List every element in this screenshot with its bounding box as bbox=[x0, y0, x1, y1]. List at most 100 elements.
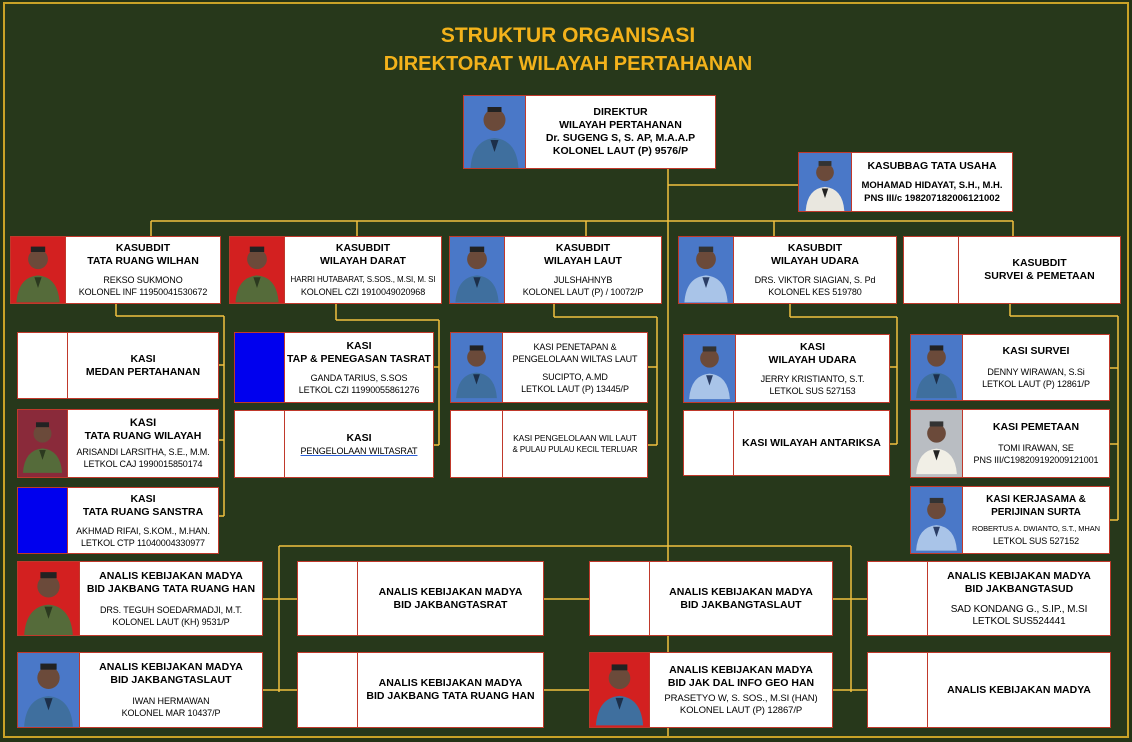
person-icon bbox=[689, 346, 730, 400]
subdit-survei-photo bbox=[904, 237, 959, 303]
page-subtitle: DIREKTORAT WILAYAH PERTAHANAN bbox=[383, 53, 753, 75]
analis-7-rank: LETKOL SUS524441 bbox=[972, 615, 1066, 627]
subdit-wilayah-udara-photo bbox=[679, 237, 734, 303]
kasi-tata-ruang-sanstra-box: KASI TATA RUANG SANSTRA AKHMAD RIFAI, S.… bbox=[17, 487, 219, 554]
kasi-wilayah-udara-photo bbox=[684, 335, 736, 402]
analis-7-title-1: ANALIS KEBIJAKAN MADYA bbox=[947, 569, 1091, 582]
analis-kebijakan-madya-box: ANALIS KEBIJAKAN MADYA bbox=[867, 652, 1111, 728]
kasi-sanstra-photo bbox=[18, 488, 68, 553]
analis-3-photo bbox=[298, 562, 358, 635]
subdit-4-rank: KOLONEL KES 519780 bbox=[768, 287, 862, 297]
kasi-medan-pertahanan-box: KASI MEDAN PERTAHANAN bbox=[17, 332, 219, 399]
kasi-pengelolaan-laut-photo bbox=[451, 411, 503, 477]
subdit-wilayah-laut-photo bbox=[450, 237, 505, 303]
direktur-box: DIREKTUR WILAYAH PERTAHANAN Dr. SUGENG S… bbox=[463, 95, 716, 169]
analis-4-photo bbox=[298, 653, 358, 727]
kasi-pemetaan-photo bbox=[911, 410, 963, 477]
kasi-3-2-title-1: KASI PENGELOLAAN WIL LAUT bbox=[513, 433, 637, 443]
analis-7-title-2: BID JAKBANGTASUD bbox=[964, 582, 1074, 595]
person-icon bbox=[16, 246, 60, 303]
subdit-3-name: JULSHAHNYB bbox=[553, 275, 613, 285]
direktur-title-1: DIREKTUR bbox=[593, 106, 648, 118]
subdit-2-title-1: KASUBDIT bbox=[335, 242, 391, 254]
kasubbag-title: KASUBBAG TATA USAHA bbox=[867, 159, 997, 172]
subdit-1-title-1: KASUBDIT bbox=[115, 242, 171, 254]
kasi-3-2-title-2: & PULAU PULAU KECIL TERLUAR bbox=[512, 445, 638, 454]
kasi-tap-photo bbox=[235, 333, 285, 402]
kasi-1-1-title-2: MEDAN PERTAHANAN bbox=[85, 365, 201, 378]
subdit-5-title-1: KASUBDIT bbox=[1012, 257, 1067, 269]
analis-2-title-1: ANALIS KEBIJAKAN MADYA bbox=[99, 661, 243, 673]
analis-jak-dal-info-box: ANALIS KEBIJAKAN MADYA BID JAK DAL INFO … bbox=[589, 652, 833, 728]
analis-jakbangtasrat-box: ANALIS KEBIJAKAN MADYA BID JAKBANGTASRAT bbox=[297, 561, 544, 636]
subdit-wilayah-darat-box: KASUBDIT WILAYAH DARAT HARRI HUTABARAT, … bbox=[229, 236, 442, 304]
analis-4-title-2: BID JAKBANG TATA RUANG HAN bbox=[366, 690, 535, 702]
kasi-3-1-title-2: PENGELOLAAN WILTAS LAUT bbox=[512, 353, 638, 364]
kasi-5-3-title-1: KASI KERJASAMA & bbox=[986, 494, 1086, 505]
direktur-title-2: WILAYAH PERTAHANAN bbox=[559, 119, 682, 131]
kasi-wilayah-antariksa-box: KASI WILAYAH ANTARIKSA bbox=[683, 410, 890, 476]
kasi-5-3-title-2: PERIJINAN SURTA bbox=[991, 507, 1081, 518]
direktur-name: Dr. SUGENG S, S. AP, M.A.A.P bbox=[545, 132, 696, 144]
person-icon bbox=[595, 664, 644, 726]
person-icon bbox=[24, 663, 73, 727]
kasi-4-1-name: JERRY KRISTIANTO, S.T. bbox=[760, 373, 865, 384]
analis-6-title-1: ANALIS KEBIJAKAN MADYA bbox=[669, 663, 813, 676]
analis-6-photo bbox=[590, 653, 650, 727]
kasi-2-2-title-2: PENGELOLAAN WILTASRAT bbox=[300, 445, 418, 456]
person-icon bbox=[22, 422, 63, 473]
kasi-pengelolaan-laut-box: KASI PENGELOLAAN WIL LAUT & PULAU PULAU … bbox=[450, 410, 648, 478]
subdit-3-title-2: WILAYAH LAUT bbox=[544, 255, 622, 267]
subdit-4-title-2: WILAYAH UDARA bbox=[771, 255, 859, 267]
page-title: STRUKTUR ORGANISASI bbox=[440, 24, 696, 47]
kasubbag-photo bbox=[799, 153, 852, 211]
person-icon bbox=[916, 421, 957, 475]
kasubbag-box: KASUBBAG TATA USAHA MOHAMAD HIDAYAT, S.H… bbox=[798, 152, 1013, 212]
analis-jakbangtaslaut-box: ANALIS KEBIJAKAN MADYA BID JAKBANGTASLAU… bbox=[17, 652, 263, 728]
analis-1-name: DRS. TEGUH SOEDARMADJI, M.T. bbox=[99, 604, 243, 615]
kasi-1-3-title-1: KASI bbox=[130, 492, 156, 505]
analis-1-photo bbox=[18, 562, 80, 635]
analis-2-photo bbox=[18, 653, 80, 727]
analis-1-rank: KOLONEL LAUT (KH) 9531/P bbox=[112, 616, 230, 627]
kasi-2-1-name: GANDA TARIUS, S.SOS bbox=[310, 372, 408, 383]
kasi-2-1-title-2: TAP & PENEGASAN TASRAT bbox=[287, 352, 431, 365]
kasi-medan-photo bbox=[18, 333, 68, 398]
analis-6-name: PRASETYO W, S. SOS., M.SI (HAN) bbox=[664, 692, 818, 704]
kasi-1-2-title-1: KASI bbox=[129, 417, 157, 429]
analis-2-rank: KOLONEL MAR 10437/P bbox=[121, 708, 221, 718]
kasi-5-3-rank: LETKOL SUS 527152 bbox=[992, 536, 1080, 546]
kasi-5-2-title: KASI PEMETAAN bbox=[992, 421, 1080, 433]
person-icon bbox=[684, 246, 728, 303]
analis-jakbangtasud-box: ANALIS KEBIJAKAN MADYA BID JAKBANGTASUD … bbox=[867, 561, 1111, 636]
person-icon bbox=[455, 246, 499, 303]
kasi-wilayah-udara-box: KASI WILAYAH UDARA JERRY KRISTIANTO, S.T… bbox=[683, 334, 890, 403]
kasi-2-1-title-1: KASI bbox=[346, 339, 372, 352]
analis-tata-ruang-han-box: ANALIS KEBIJAKAN MADYA BID JAKBANG TATA … bbox=[17, 561, 263, 636]
kasi-4-1-title-2: WILAYAH UDARA bbox=[768, 353, 857, 366]
analis-3-title-1: ANALIS KEBIJAKAN MADYA bbox=[378, 585, 523, 598]
subdit-3-rank: KOLONEL LAUT (P) / 10072/P bbox=[522, 287, 644, 297]
analis-3-title-2: BID JAKBANGTASRAT bbox=[393, 598, 508, 611]
kasi-tata-ruang-wilayah-box: KASI TATA RUANG WILAYAH ARISANDI LARSITH… bbox=[17, 409, 219, 478]
kasi-tap-penegasan-box: KASI TAP & PENEGASAN TASRAT GANDA TARIUS… bbox=[234, 332, 434, 403]
kasi-2-1-rank: LETKOL CZI 11990055861276 bbox=[298, 384, 420, 395]
subdit-1-title-2: TATA RUANG WILHAN bbox=[87, 255, 199, 267]
kasi-5-1-title: KASI SURVEI bbox=[1002, 345, 1070, 357]
kasi-pemetaan-box: KASI PEMETAAN TOMI IRAWAN, SE PNS III/C1… bbox=[910, 409, 1110, 478]
kasubbag-rank: PNS III/c 198207182006121002 bbox=[864, 192, 1000, 204]
kasi-survei-box: KASI SURVEI DENNY WIRAWAN, S.Si LETKOL L… bbox=[910, 334, 1110, 401]
person-icon bbox=[456, 345, 497, 399]
person-icon bbox=[24, 572, 73, 635]
person-icon bbox=[805, 161, 845, 211]
kasi-survei-photo bbox=[911, 335, 963, 400]
kasi-antariksa-photo bbox=[684, 411, 734, 475]
kasi-4-1-title-1: KASI bbox=[799, 340, 826, 353]
kasi-5-1-rank: LETKOL LAUT (P) 12861/P bbox=[982, 379, 1090, 389]
kasi-1-2-rank: LETKOL CAJ 1990015850174 bbox=[83, 459, 203, 469]
kasi-kerjasama-box: KASI KERJASAMA & PERIJINAN SURTA ROBERTU… bbox=[910, 486, 1110, 554]
kasi-3-1-rank: LETKOL LAUT (P) 13445/P bbox=[521, 383, 629, 394]
direktur-photo bbox=[464, 96, 526, 168]
kasi-2-2-title-1: KASI bbox=[346, 431, 372, 444]
person-icon bbox=[470, 107, 519, 168]
